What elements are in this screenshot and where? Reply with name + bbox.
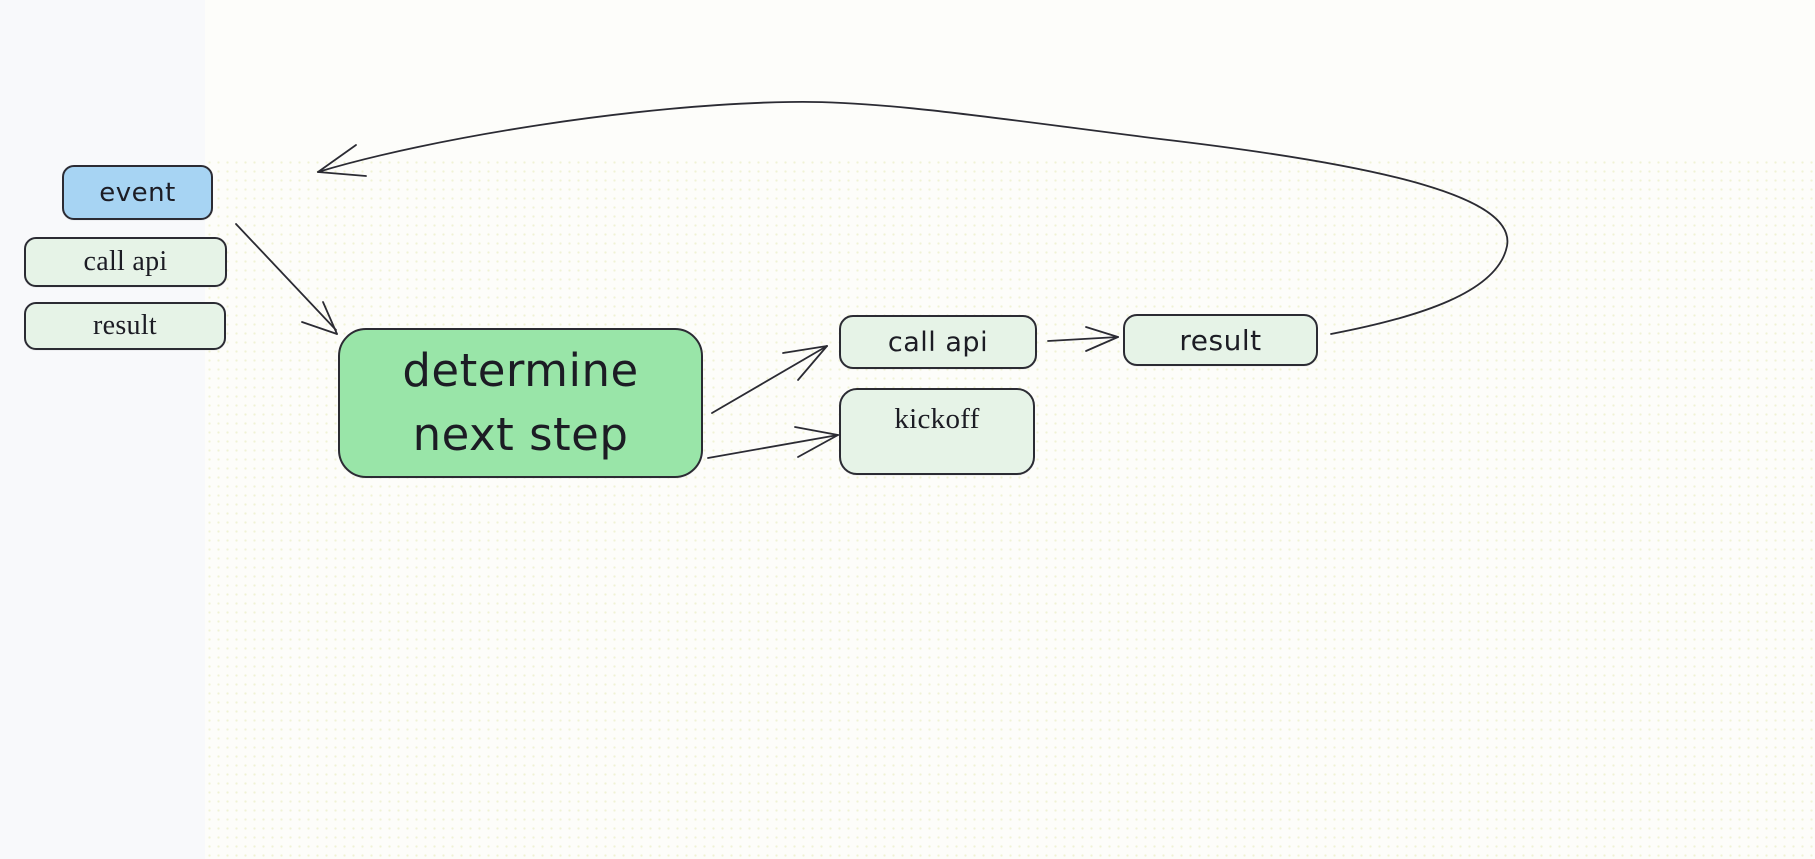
arrow-determine-to-kickoff[interactable]	[707, 426, 839, 459]
node-result-left[interactable]: result	[24, 302, 226, 350]
node-call-api-left[interactable]: call api	[24, 237, 227, 287]
node-determine-label-line1: determine	[402, 344, 639, 397]
node-result-right-label: result	[1179, 323, 1262, 357]
node-determine-label-line2: next step	[412, 408, 629, 461]
node-call-api-right-label: call api	[887, 326, 989, 358]
node-event[interactable]: event	[62, 165, 213, 220]
node-kickoff[interactable]: kickoff	[839, 388, 1035, 475]
arrow-call-api-to-result[interactable]	[1047, 326, 1119, 352]
arrow-determine-to-call-api[interactable]	[711, 345, 828, 414]
node-call-api-left-label: call api	[83, 246, 168, 277]
arrow-result-loop-back[interactable]	[317, 100, 1509, 335]
node-determine-next-step[interactable]: determine next step	[338, 328, 703, 478]
node-result-left-label: result	[92, 310, 157, 341]
canvas-left-strip	[0, 0, 205, 859]
node-call-api-right[interactable]: call api	[839, 315, 1037, 369]
node-kickoff-label: kickoff	[894, 403, 980, 435]
node-result-right[interactable]: result	[1123, 314, 1318, 366]
canvas-dot-texture	[205, 158, 1815, 859]
node-event-label: event	[99, 177, 176, 208]
arrow-event-to-determine[interactable]	[235, 223, 338, 335]
